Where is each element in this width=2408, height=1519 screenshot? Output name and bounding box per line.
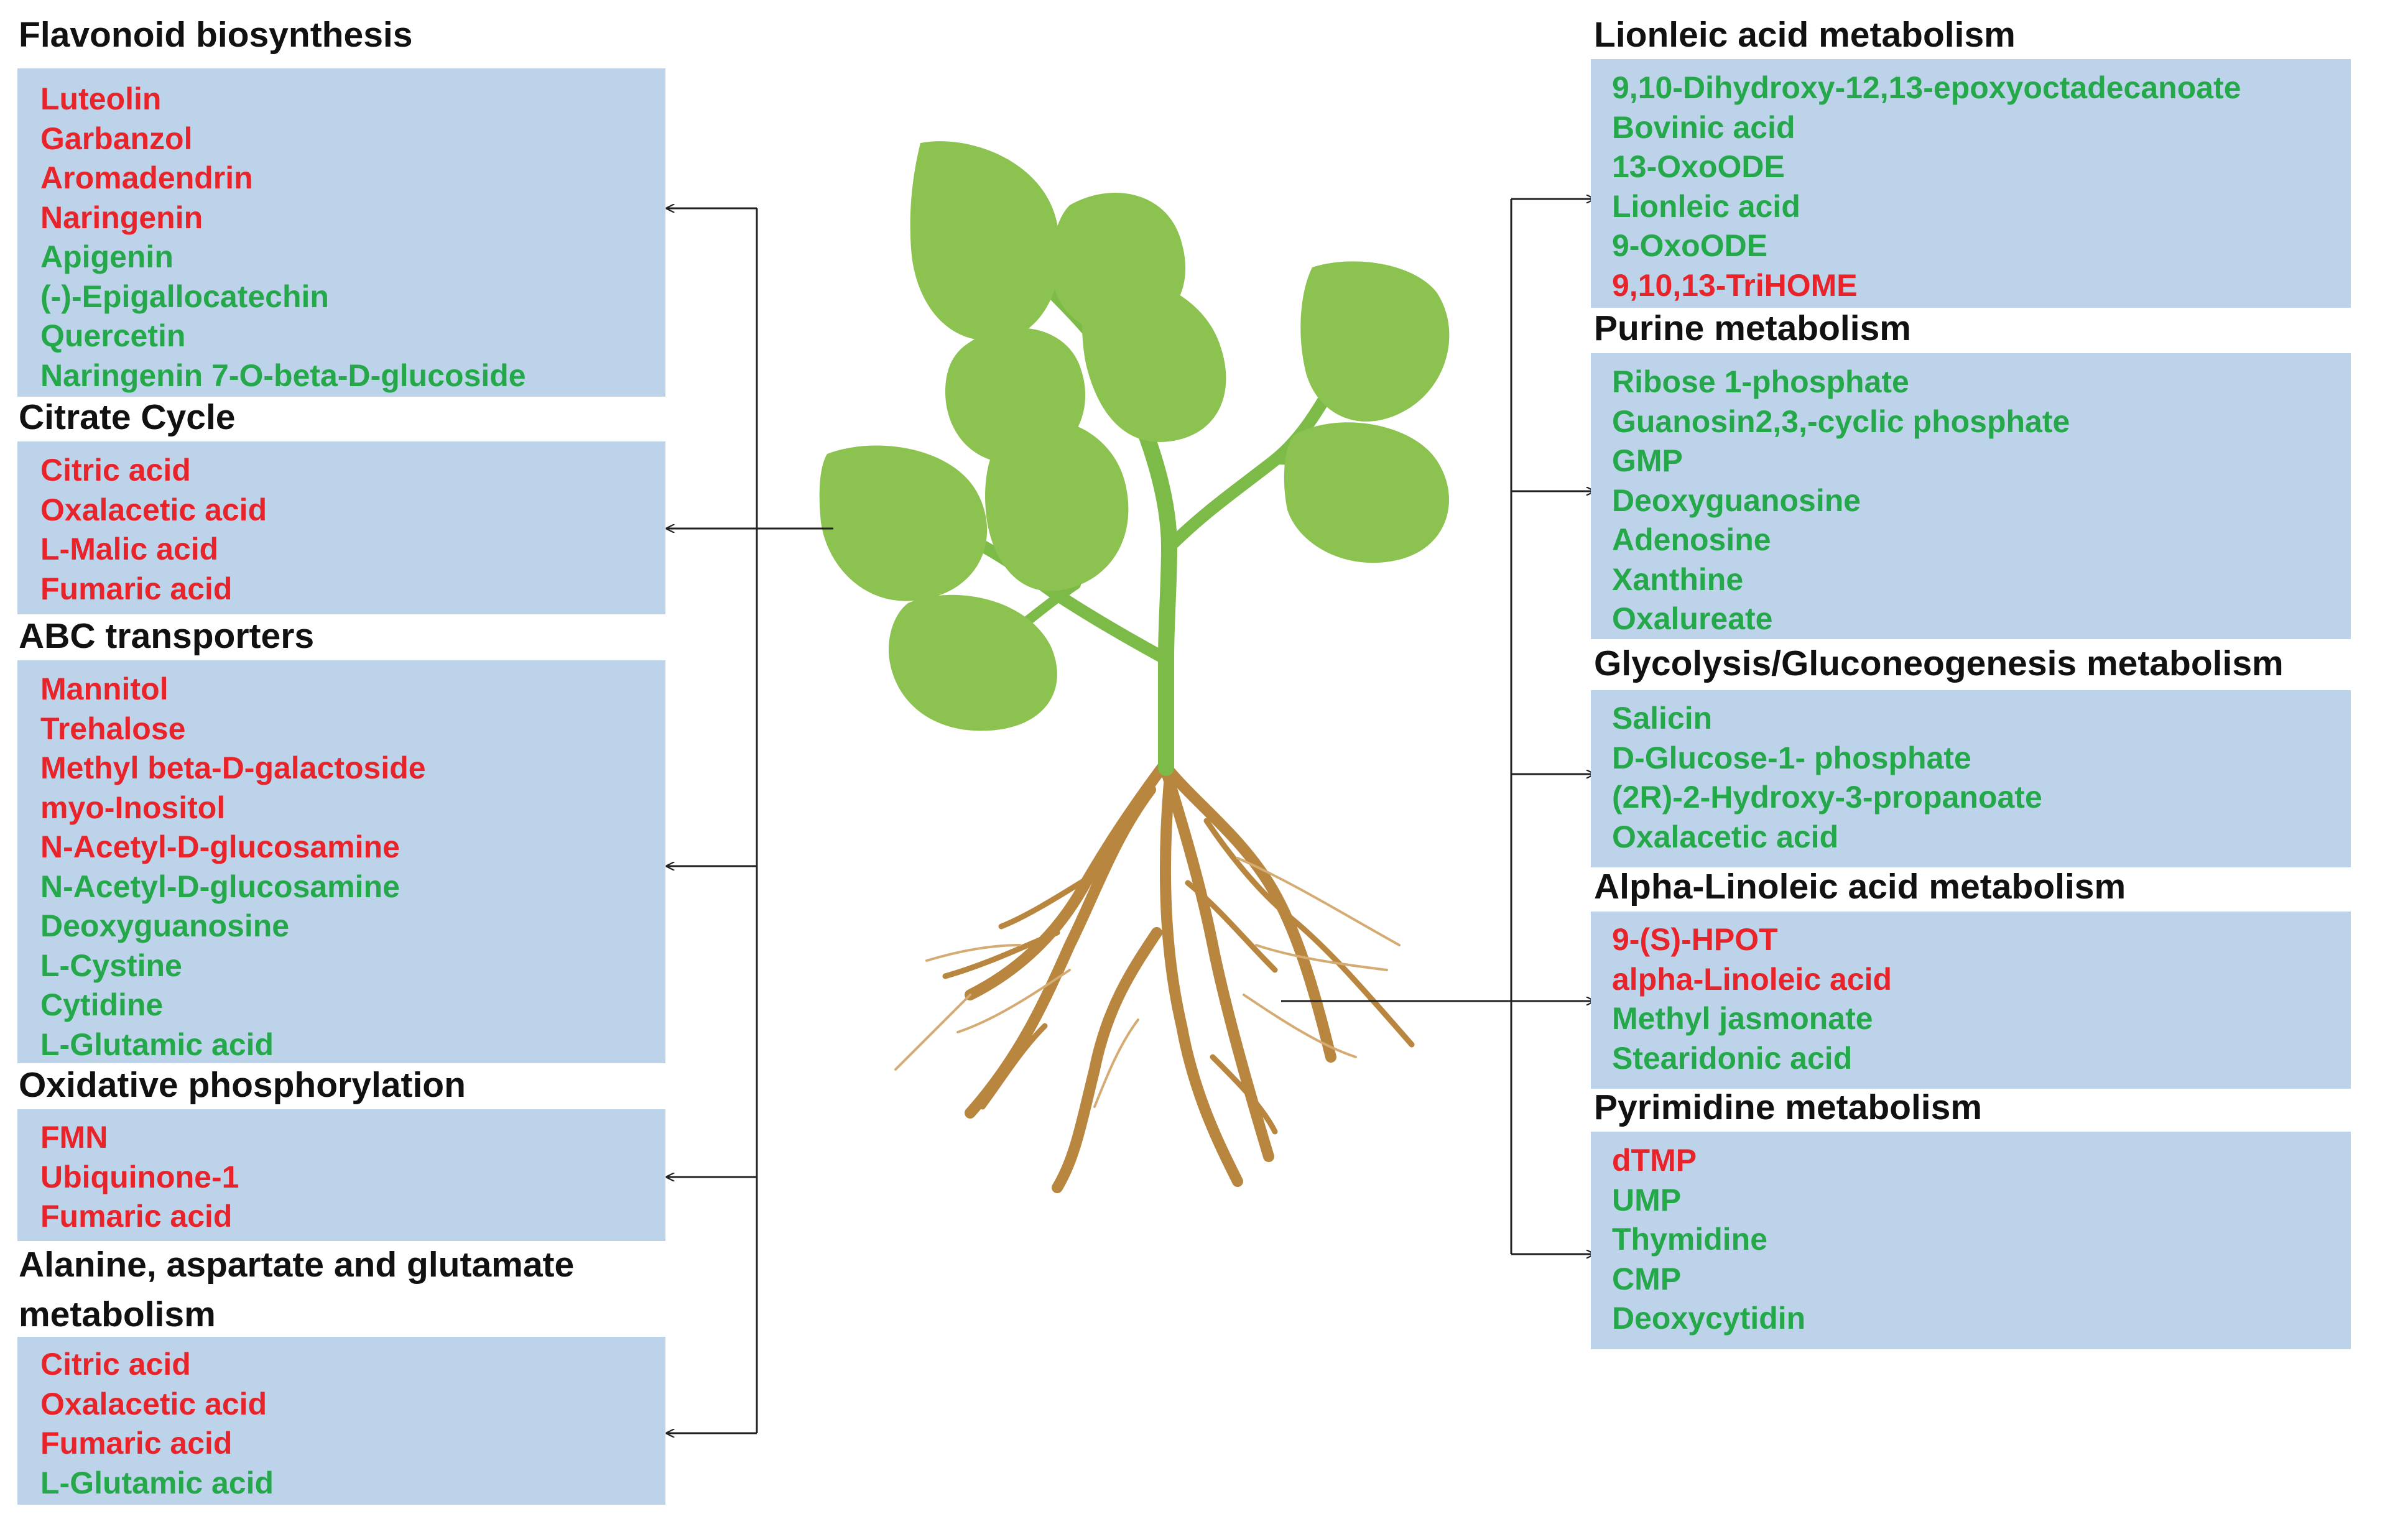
metabolite-item: alpha-Linoleic acid: [1612, 961, 1892, 997]
metabolite-item: Methyl jasmonate: [1612, 1001, 1873, 1036]
pathway-title-abc: ABC transporters: [19, 616, 315, 656]
metabolite-item: Citric acid: [40, 453, 191, 487]
metabolite-item: Aromadendrin: [40, 160, 253, 195]
right-connectors: [1281, 199, 1594, 1254]
metabolite-item: CMP: [1612, 1261, 1682, 1296]
metabolite-item: Bovinic acid: [1612, 109, 1795, 145]
metabolite-item: Ribose 1-phosphate: [1612, 364, 1909, 399]
pathway-title-citrate: Citrate Cycle: [19, 397, 236, 437]
pathway-title-alanine-line2: metabolism: [19, 1295, 216, 1334]
metabolite-item: Xanthine: [1612, 561, 1744, 597]
pathway-title-glycolysis: Glycolysis/Gluconeogenesis metabolism: [1594, 644, 2284, 683]
metabolite-item: Oxalureate: [1612, 601, 1773, 636]
metabolite-item: 9,10,13-TriHOME: [1612, 267, 1858, 303]
metabolite-item: N-Acetyl-D-glucosamine: [40, 829, 400, 864]
metabolite-item: Fumaric acid: [40, 1426, 233, 1461]
metabolite-item: Garbanzol: [40, 121, 193, 156]
metabolite-item: Oxalacetic acid: [1612, 819, 1839, 854]
metabolite-item: 9-(S)-HPOT: [1612, 922, 1778, 957]
metabolite-item: Quercetin: [40, 318, 186, 353]
pathway-box-purine: [1591, 353, 2351, 639]
pathway-title-alpha-linoleic: Alpha-Linoleic acid metabolism: [1594, 867, 2126, 907]
metabolite-item: Mannitol: [40, 672, 169, 706]
metabolite-item: Oxalacetic acid: [40, 492, 267, 527]
metabolite-item: Ubiquinone-1: [40, 1159, 239, 1194]
metabolite-item: 9-OxoODE: [1612, 228, 1768, 263]
metabolite-item: D-Glucose-1- phosphate: [1612, 740, 1971, 775]
metabolite-item: FMN: [40, 1120, 108, 1155]
pathway-title-oxphos: Oxidative phosphorylation: [19, 1065, 466, 1105]
metabolite-item: Cytidine: [40, 987, 164, 1022]
metabolite-item: dTMP: [1612, 1143, 1697, 1178]
metabolite-item: Adenosine: [1612, 522, 1771, 557]
metabolite-item: L-Glutamic acid: [40, 1465, 274, 1500]
metabolite-item: Fumaric acid: [40, 571, 233, 606]
metabolite-item: myo-Inositol: [40, 790, 226, 825]
left-connectors: [667, 208, 833, 1433]
metabolite-item: Stearidonic acid: [1612, 1040, 1853, 1076]
pathway-box-alpha-linoleic: [1591, 912, 2351, 1089]
metabolite-item: Apigenin: [40, 239, 174, 274]
pathway-box-linoleic: [1591, 59, 2351, 308]
pathway-box-pyrimidine: [1591, 1132, 2351, 1349]
metabolite-item: 9,10-Dihydroxy-12,13-epoxyoctadecanoate: [1612, 70, 2241, 105]
metabolite-item: Oxalacetic acid: [40, 1386, 267, 1421]
pathway-box-glycolysis: [1591, 690, 2351, 867]
pathway-title-alanine: Alanine, aspartate and glutamate: [19, 1245, 575, 1285]
pathway-box-flavonoid: [17, 68, 665, 397]
metabolite-item: UMP: [1612, 1182, 1682, 1217]
metabolite-item: L-Glutamic acid: [40, 1027, 274, 1062]
pathway-title-pyrimidine: Pyrimidine metabolism: [1594, 1087, 1983, 1127]
metabolite-item: Citric acid: [40, 1347, 191, 1382]
metabolite-item: N-Acetyl-D-glucosamine: [40, 869, 400, 904]
metabolite-item: (-)-Epigallocatechin: [40, 279, 329, 314]
metabolite-item: Naringenin: [40, 200, 203, 235]
metabolite-item: Deoxyguanosine: [40, 908, 290, 943]
metabolite-item: (2R)-2-Hydroxy-3-propanoate: [1612, 780, 2042, 815]
metabolite-item: Methyl beta-D-galactoside: [40, 750, 426, 785]
pathway-title-linoleic: Lionleic acid metabolism: [1594, 15, 2016, 55]
metabolite-item: L-Cystine: [40, 948, 182, 983]
metabolite-item: L-Malic acid: [40, 532, 219, 566]
metabolite-item: Lionleic acid: [1612, 188, 1800, 224]
metabolite-item: Naringenin 7-O-beta-D-glucoside: [40, 358, 526, 393]
metabolite-item: Thymidine: [1612, 1222, 1768, 1257]
metabolite-item: Luteolin: [40, 81, 162, 116]
metabolite-item: Deoxycytidin: [1612, 1301, 1806, 1336]
pathway-box-abc: [17, 660, 665, 1063]
pathway-box-oxphos: [17, 1109, 665, 1241]
pathway-box-citrate: [17, 441, 665, 614]
plant-leaves: [819, 141, 1450, 731]
metabolite-item: Salicin: [1612, 701, 1713, 736]
metabolite-item: GMP: [1612, 443, 1683, 478]
pathway-title-purine: Purine metabolism: [1594, 308, 1911, 348]
metabolite-item: 13-OxoODE: [1612, 149, 1785, 184]
metabolite-item: Deoxyguanosine: [1612, 482, 1861, 518]
metabolite-item: Trehalose: [40, 711, 186, 746]
plant-roots: [894, 759, 1415, 1193]
pathway-box-alanine: [17, 1337, 665, 1505]
pathway-title-flavonoid: Flavonoid biosynthesis: [19, 15, 413, 55]
metabolite-item: Guanosin2,3,-cyclic phosphate: [1612, 404, 2070, 439]
metabolite-item: Fumaric acid: [40, 1199, 233, 1234]
